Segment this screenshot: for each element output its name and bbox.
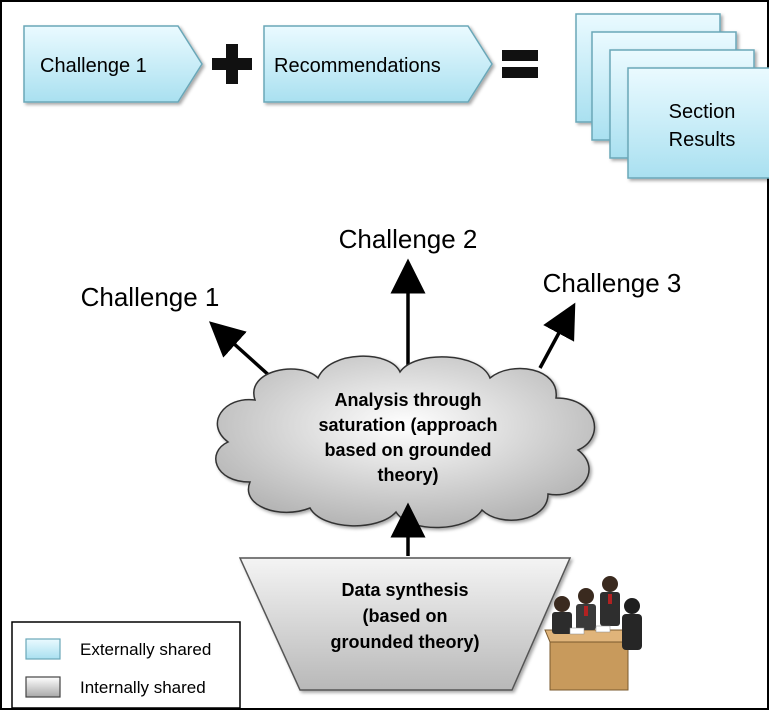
plus-icon (212, 44, 252, 84)
section-results-page-front (627, 67, 769, 179)
legend: Externally shared Internally shared (11, 621, 241, 709)
challenge-1-box-label: Challenge 1 (40, 55, 147, 77)
analysis-cloud (215, 355, 596, 529)
analysis-cloud-line4: theory) (377, 465, 438, 485)
section-results-stack (575, 13, 769, 179)
section-results-label-line2: Results (669, 129, 736, 151)
legend-external-swatch (25, 638, 61, 660)
legend-internal-label: Internally shared (80, 678, 206, 697)
data-synthesis-line1: Data synthesis (341, 580, 468, 600)
challenge-3-label: Challenge 3 (543, 268, 682, 298)
section-results-label-line1: Section (669, 101, 736, 123)
challenge-2-label: Challenge 2 (339, 224, 478, 254)
meeting-people-icon (544, 576, 642, 691)
analysis-cloud-line1: Analysis through (334, 390, 481, 410)
recommendations-box-label: Recommendations (274, 55, 441, 77)
data-synthesis-line2: (based on (362, 606, 447, 626)
legend-external-label: Externally shared (80, 640, 211, 659)
challenge-1-box (23, 25, 203, 103)
data-synthesis-line3: grounded theory) (331, 632, 480, 652)
equals-icon (502, 50, 538, 78)
data-synthesis-funnel (238, 557, 572, 691)
recommendations-box (263, 25, 493, 103)
legend-internal-swatch (25, 676, 61, 698)
arrow-to-challenge-1 (208, 321, 274, 380)
analysis-cloud-line3: based on grounded (324, 440, 491, 460)
analysis-cloud-line2: saturation (approach (318, 415, 497, 435)
challenge-1-label: Challenge 1 (81, 282, 220, 312)
arrow-to-challenge-3 (538, 302, 576, 369)
